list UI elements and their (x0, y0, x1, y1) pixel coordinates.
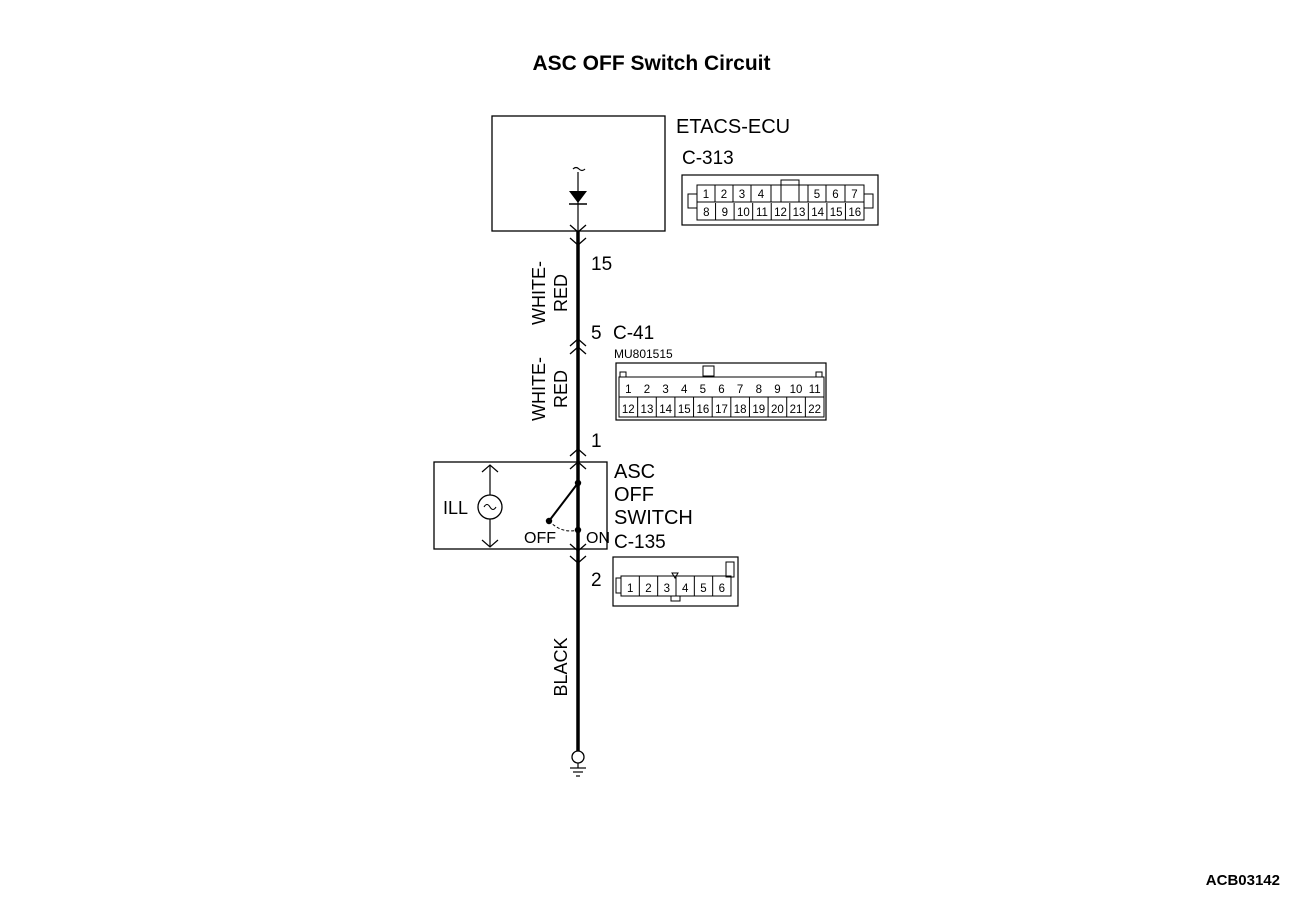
connector-pin-label: 4 (758, 189, 765, 201)
connector-pin-label: 11 (756, 207, 768, 219)
c41-part-number: MU801515 (614, 347, 673, 361)
connector-pin-label: 7 (851, 189, 857, 201)
diagram-code: ACB03142 (1205, 872, 1280, 889)
off-label: OFF (524, 530, 556, 547)
wire-color-middle-2: RED (551, 370, 571, 408)
connector-pin-label: 6 (718, 384, 724, 396)
connector-pin-label: 2 (721, 189, 727, 201)
connector-pin-label: 13 (793, 207, 806, 219)
connector-pin-label: 6 (719, 583, 725, 595)
connector-pin-label: 22 (808, 404, 821, 416)
connector-pin-label: 1 (703, 189, 709, 201)
switch-name-line3: SWITCH (614, 507, 693, 529)
connector-pin-label: 11 (809, 384, 821, 396)
connector-pin-label: 12 (622, 404, 635, 416)
chevron-c41-pin1 (569, 448, 587, 457)
connector-pin-label: 3 (739, 189, 745, 201)
connector-pin-label: 1 (625, 384, 631, 396)
connector-pin-label: 10 (737, 207, 750, 219)
connector-pin-label: 7 (737, 384, 743, 396)
ground-point (571, 750, 585, 764)
connector-pin-label: 4 (682, 583, 689, 595)
connector-pin-label: 2 (644, 384, 650, 396)
c41-pin-out: 1 (591, 431, 602, 452)
connector-pin-label: 16 (696, 404, 709, 416)
connector-pin-label: 14 (811, 207, 824, 219)
switch-contact-icon (548, 482, 579, 522)
switch-box (433, 461, 608, 550)
ecu-connector-id: C-313 (682, 148, 734, 169)
chevron-c41 (569, 338, 587, 355)
ecu-internal-tilde (572, 166, 586, 172)
connector-pin-label: 2 (645, 583, 651, 595)
chevron-switch-bottom (569, 543, 587, 564)
switch-name-line1: ASC (614, 461, 655, 483)
switch-connector-id: C-135 (614, 532, 666, 553)
diode-icon (569, 191, 587, 203)
connector-pin-label: 19 (752, 404, 765, 416)
connector-pin-label: 17 (715, 404, 728, 416)
ground-icon (570, 767, 586, 777)
connector-pin-label: 5 (700, 384, 706, 396)
connector-pin-label: 9 (722, 207, 728, 219)
connector-pin-label: 14 (659, 404, 672, 416)
diagram-title: ASC OFF Switch Circuit (532, 52, 771, 75)
connector-pin-label: 21 (790, 404, 803, 416)
connector-pin-label: 12 (774, 207, 787, 219)
connector-pin-label: 15 (830, 207, 843, 219)
connector-pin-label: 18 (734, 404, 747, 416)
connector-pin-label: 8 (703, 207, 709, 219)
connector-pin-label: 15 (678, 404, 691, 416)
switch-pin-out: 2 (591, 570, 602, 591)
connector-pin-label: 9 (774, 384, 780, 396)
connector-pin-label: 5 (814, 189, 820, 201)
connector-pin-label: 3 (662, 384, 668, 396)
ill-label: ILL (443, 498, 468, 518)
connector-pin-label: 5 (700, 583, 706, 595)
connector-pin-label: 8 (756, 384, 762, 396)
c41-pin-in: 5 (591, 323, 602, 344)
switch-name-line2: OFF (614, 484, 654, 506)
wire-color-middle-1: WHITE- (529, 357, 549, 421)
wire-color-lower: BLACK (551, 637, 571, 696)
wire-color-upper-1: WHITE- (529, 261, 549, 325)
on-label: ON (586, 530, 610, 547)
ecu-pin-number: 15 (591, 254, 612, 275)
connector-pin-label: 10 (790, 384, 803, 396)
connector-pin-label: 16 (848, 207, 861, 219)
connector-pin-label: 20 (771, 404, 784, 416)
connector-pin-label: 1 (627, 583, 633, 595)
connector-pin-label: 6 (832, 189, 838, 201)
connector-pin-label: 3 (664, 583, 670, 595)
connector-pin-label: 4 (681, 384, 688, 396)
c41-id: C-41 (613, 323, 654, 344)
wire-color-upper-2: RED (551, 274, 571, 312)
chevron-ecu (569, 224, 587, 246)
ecu-name: ETACS-ECU (676, 116, 790, 138)
connector-pin-label: 13 (641, 404, 654, 416)
